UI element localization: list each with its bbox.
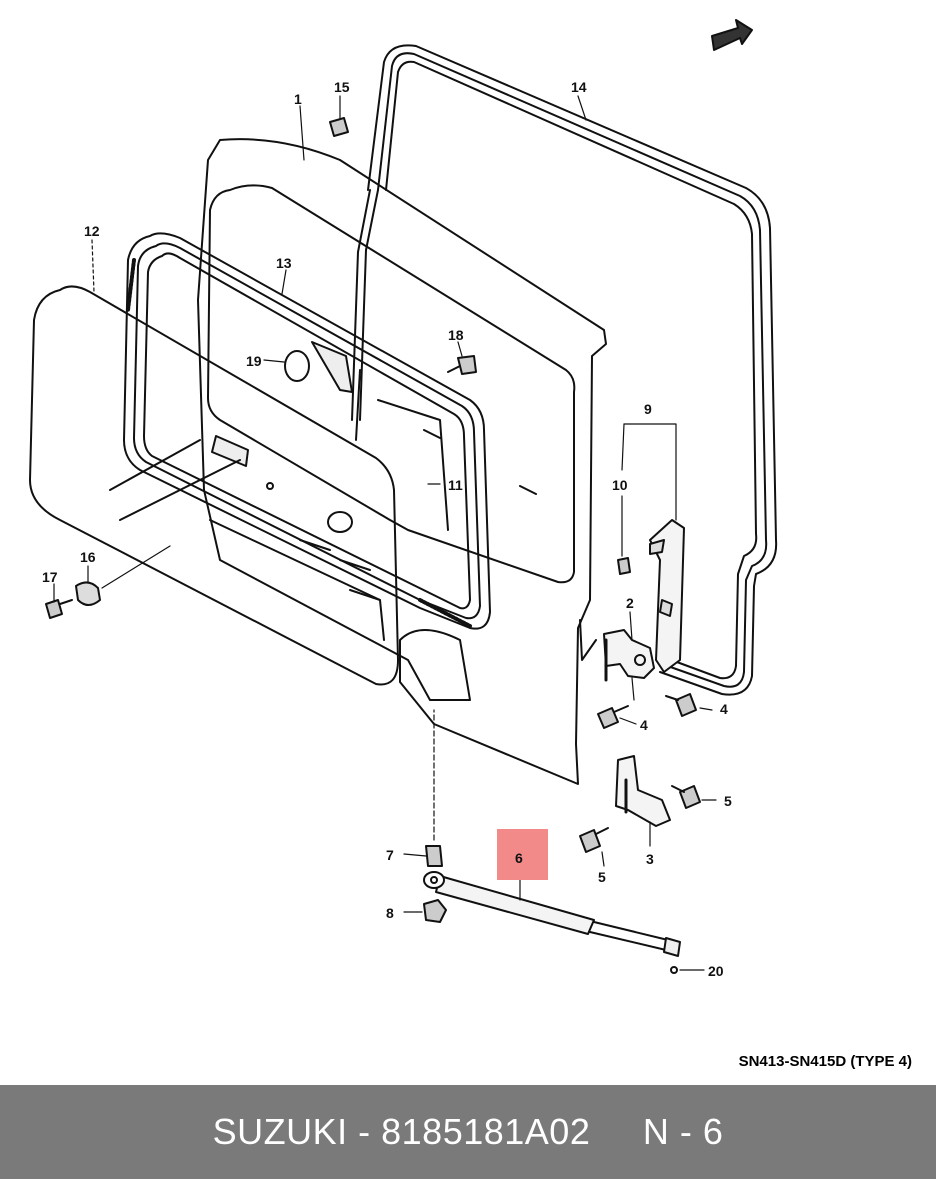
callout-5b: 5: [598, 869, 606, 885]
bolt-4b: [665, 693, 697, 717]
nut-8: [423, 899, 447, 923]
callout-6: 6: [515, 850, 523, 866]
model-code: SN413-SN415D (TYPE 4): [739, 1053, 912, 1070]
callout-19: 19: [246, 353, 262, 369]
footer-part-text: SUZUKI - 8185181A02 N - 6: [212, 1111, 724, 1152]
highlight-part-6: [497, 829, 548, 880]
callout-5a: 5: [724, 793, 732, 809]
leader-lines: [53, 95, 717, 971]
callout-20: 20: [708, 963, 724, 979]
callout-15: 15: [334, 79, 350, 95]
callout-13: 13: [276, 255, 292, 271]
parts-diagram: 1 15 14 12 13 18 19 9 11 10 16 17 2 4 4 …: [29, 19, 912, 1070]
bolt-10: [617, 557, 631, 575]
callout-14: 14: [571, 79, 587, 95]
callout-12: 12: [84, 223, 100, 239]
callout-18: 18: [448, 327, 464, 343]
callout-4b: 4: [640, 717, 648, 733]
callout-10: 10: [612, 477, 628, 493]
plug-19: [284, 350, 310, 382]
hinge-2: [603, 629, 655, 682]
callout-1: 1: [294, 91, 302, 107]
clip-20: [670, 966, 678, 974]
front-arrow-icon: [711, 19, 753, 51]
callout-4a: 4: [720, 701, 728, 717]
back-door-panel-1: [197, 138, 607, 785]
footer-bar: SUZUKI - 8185181A02 N - 6: [0, 1085, 936, 1179]
callout-11: 11: [448, 477, 463, 493]
callout-7: 7: [386, 847, 394, 863]
bolt-5b: [579, 827, 609, 853]
callout-17: 17: [42, 569, 58, 585]
inner-seal-13: [123, 232, 491, 630]
gas-strut-6: [423, 871, 681, 957]
screw-17: [45, 599, 73, 619]
callout-3: 3: [646, 851, 654, 867]
weatherstrip-14: [351, 44, 778, 696]
bolt-7: [425, 845, 443, 867]
bolt-5a: [671, 785, 701, 809]
glass-12: [29, 285, 399, 686]
bolt-4a: [597, 705, 629, 729]
callout-2: 2: [626, 595, 634, 611]
bolt-15: [329, 117, 349, 137]
bolt-18: [447, 355, 477, 375]
bracket-9: [649, 519, 685, 673]
callout-8: 8: [386, 905, 394, 921]
hinge-3: [615, 755, 671, 827]
cushion-16: [75, 581, 101, 606]
callout-16: 16: [80, 549, 96, 565]
callout-9: 9: [644, 401, 652, 417]
